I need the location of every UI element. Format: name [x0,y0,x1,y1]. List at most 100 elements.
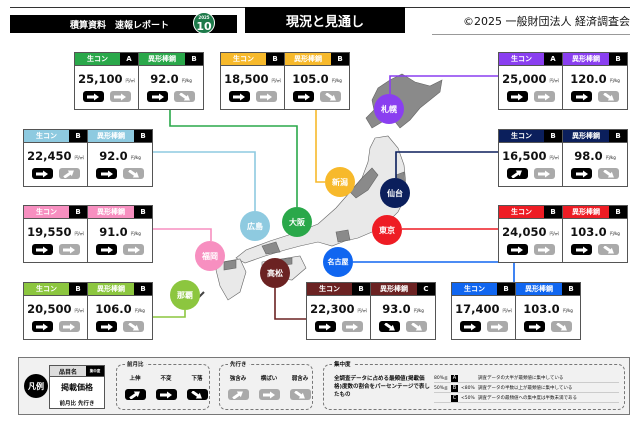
legend-outlook-arrow-right-icon [258,389,280,400]
unit: 円/kg [609,231,620,236]
concrete-label: 生コン [307,283,352,295]
prev-month-arrow-right-icon [31,244,53,255]
concrete-price: 19,550 [27,225,72,239]
copyright: ©2025 一般財団法人 経済調査会 [432,13,630,35]
outlook-arrow-down-icon [123,321,144,332]
range-low: 80%≦ [434,375,448,381]
steel-label: 異形棒鋼 [371,283,417,295]
steel-price: 103.0 [570,225,607,239]
prev-month-arrow-right-icon [96,244,117,255]
legend-concentration-row: C<50%調査データの最頻値への集中度は半数未満である [434,394,619,403]
steel-label: 異形棒鋼 [563,206,609,218]
prev-month-arrow-right-icon [524,321,545,332]
unit: 円/㎥ [549,231,559,236]
city-marker-sapporo[interactable]: 札幌 [374,94,404,124]
prev-month-arrow-right-icon [571,91,592,102]
legend-outlook-title: 先行き [228,360,249,368]
prev-month-arrow-down-icon [379,321,400,332]
leader-line-sapporo [389,75,498,94]
unit: 円/kg [605,155,616,160]
report-title-bar: 積算資料 速報レポート [10,15,237,33]
legend-prev-arrow-down-icon [186,389,208,400]
city-marker-osaka[interactable]: 大阪 [282,207,312,237]
legend-concentration: 集中度 [86,366,104,376]
concentration-grade: B [134,130,152,142]
city-marker-tokyo[interactable]: 東京 [372,215,402,245]
leader-line-sendai [395,151,498,178]
unit: 円/㎥ [357,308,367,313]
concrete-price: 18,500 [224,72,269,86]
concentration-grade: B [331,53,349,65]
legend-title: 凡例 [24,374,48,398]
concrete-label: 生コン [499,53,544,65]
concentration-grade: B [497,283,515,295]
city-marker-niigata[interactable]: 新潟 [325,167,355,197]
unit: 円/㎥ [271,78,281,83]
leader-line-hiroshima [152,151,256,211]
outlook-arrow-right-icon [109,91,131,102]
leader-line-naha [152,310,186,318]
concentration-grade: B [609,53,627,65]
steel-price: 103.0 [523,302,560,316]
leader-line-nagoya [353,261,515,282]
legend-prev-label: 上伸 [129,376,141,382]
steel-price: 98.0 [574,149,603,163]
steel-price: 92.0 [99,149,128,163]
legend-outlook-arrow-down-icon [289,389,311,400]
legend-outlook-arrow-up-icon [227,389,249,400]
concrete-label: 生コン [452,283,497,295]
steel-price: 91.0 [99,225,128,239]
city-marker-hiroshima[interactable]: 広島 [240,211,270,241]
legend-prev-title: 前月比 [125,360,146,368]
unit: 円/㎥ [74,155,84,160]
legend-prev-label: 不変 [160,376,172,382]
outlook-arrow-right-icon [533,168,555,179]
legend: 凡例 品目名集中度 掲載価格 前月比 先行き 前月比上伸不変下落 先行き強含み横… [18,357,630,415]
steel-label: 異形棒鋼 [285,53,331,65]
concrete-price: 24,050 [502,225,547,239]
steel-price: 105.0 [292,72,329,86]
concentration-grade: C [417,283,435,295]
city-marker-sendai[interactable]: 仙台 [380,178,410,208]
legend-prev-arrow-up-icon [124,389,146,400]
concentration-grade: A [120,53,138,65]
outlook-arrow-right-icon [123,244,144,255]
prev-month-arrow-right-icon [147,91,168,102]
range-low: 50%≦ [434,385,448,391]
unit: 円/kg [413,308,424,313]
prev-month-arrow-right-icon [228,91,250,102]
unit: 円/㎥ [125,78,135,83]
map-aichi [335,229,351,243]
legend-outlook-right: 横ばい [255,374,283,400]
concentration-grade: B [185,53,203,65]
outlook-arrow-right-icon [533,91,555,102]
city-marker-naha[interactable]: 那覇 [170,280,200,310]
concentration-grade: B [352,283,370,295]
grade-badge: C [451,394,458,402]
concrete-label: 生コン [24,283,69,295]
city-marker-takamatsu[interactable]: 高松 [260,258,290,288]
legend-concentration-title: 集中度 [332,360,353,368]
outlook-arrow-right-icon [533,244,555,255]
legend-prev-outlook: 前月比 先行き [59,401,95,407]
legend-outlook-label: 強含み [229,376,247,382]
city-marker-nagoya[interactable]: 名古屋 [323,247,353,277]
concrete-label: 生コン [499,130,544,142]
prev-month-arrow-right-icon [96,321,117,332]
city-marker-fukuoka[interactable]: 福岡 [195,241,225,271]
unit: 円/㎥ [74,308,84,313]
